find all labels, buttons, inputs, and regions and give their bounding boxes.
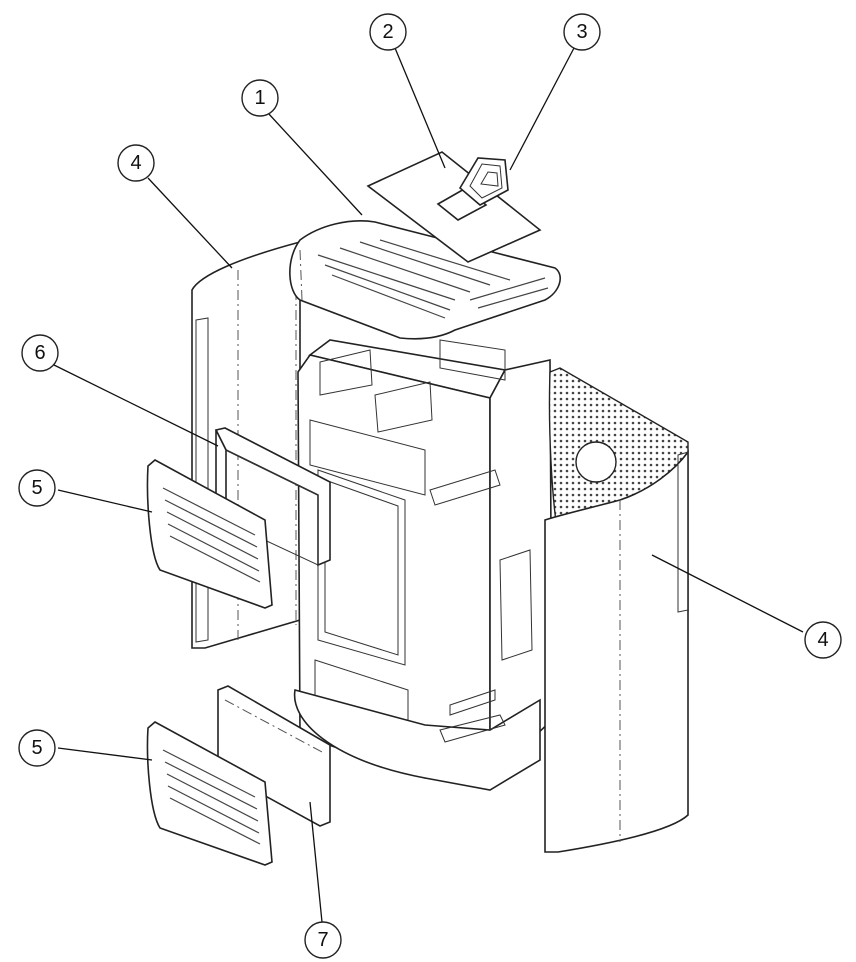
callout-label: 5 <box>31 737 42 759</box>
callout-2: 2 <box>369 13 407 51</box>
callout-label: 7 <box>317 929 328 951</box>
control-display <box>458 157 509 206</box>
callout-label: 3 <box>576 21 587 43</box>
callout-4-left: 4 <box>117 144 155 182</box>
callout-label: 6 <box>34 342 45 364</box>
callout-6: 6 <box>21 334 59 372</box>
leader-lines <box>53 47 804 923</box>
callout-label: 4 <box>130 152 141 174</box>
lower-front-grille <box>146 721 273 866</box>
callout-label: 2 <box>382 21 393 43</box>
top-grille <box>289 220 561 340</box>
callout-1: 1 <box>241 79 279 117</box>
callout-5-upper: 5 <box>18 469 56 507</box>
callout-label: 5 <box>31 477 42 499</box>
callout-7: 7 <box>304 921 342 959</box>
stove-body <box>293 339 553 791</box>
right-side-panel <box>544 367 689 853</box>
callout-5-lower: 5 <box>18 729 56 767</box>
callout-label: 1 <box>254 87 265 109</box>
callout-4-right: 4 <box>804 621 842 659</box>
callout-3: 3 <box>563 13 601 51</box>
upper-front-grille <box>146 459 273 609</box>
callout-label: 4 <box>817 629 828 651</box>
